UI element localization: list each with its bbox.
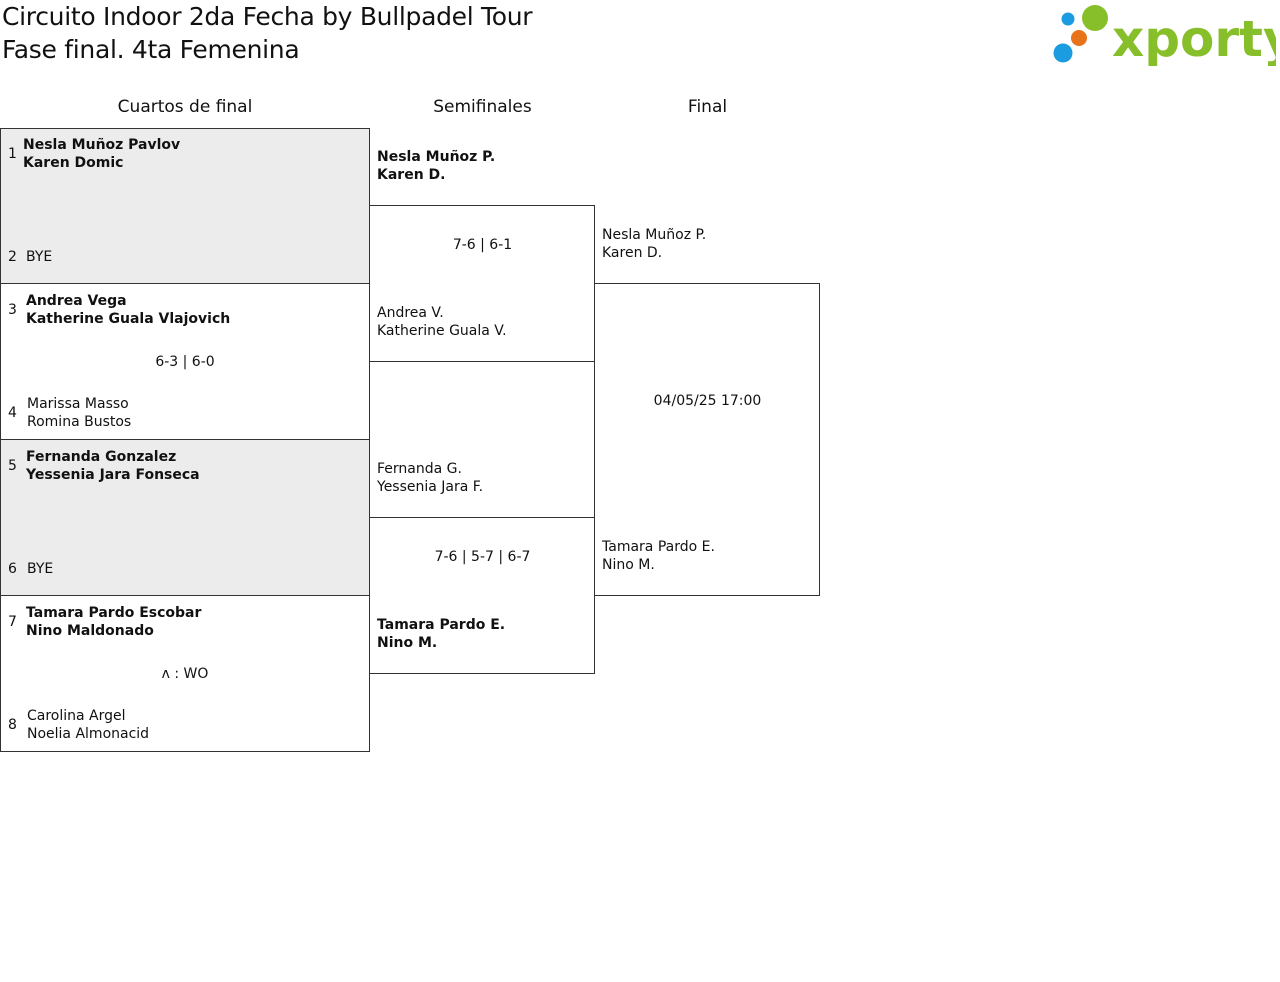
round-header-semifinals: Semifinales xyxy=(433,97,532,117)
team-player: Yessenia Jara Fonseca xyxy=(26,467,200,483)
seed-number: 5 xyxy=(8,458,17,474)
final-match xyxy=(594,283,820,596)
match-score: ʌ : WO xyxy=(161,666,209,682)
team-player: Karen D. xyxy=(377,167,446,183)
quarterfinal-match-3 xyxy=(0,439,370,596)
seed-number: 2 xyxy=(8,249,17,265)
team-player: Nesla Muñoz P. xyxy=(377,149,496,165)
team-player: Katherine Guala Vlajovich xyxy=(26,311,231,327)
team-player: Romina Bustos xyxy=(27,414,132,430)
match-score: 7-6 | 5-7 | 6-7 xyxy=(434,549,531,565)
team-player: Tamara Pardo E. xyxy=(377,617,506,633)
logo-dot-green xyxy=(1082,5,1108,31)
team-player: Tamara Pardo E. xyxy=(602,539,715,555)
xporty-logo: xporty xyxy=(1053,5,1276,66)
team-player: Tamara Pardo Escobar xyxy=(26,605,202,621)
seed-number: 8 xyxy=(8,717,17,733)
logo-dot-blue-small xyxy=(1061,12,1075,26)
match-score: 7-6 | 6-1 xyxy=(452,237,513,253)
round-header-final: Final xyxy=(687,97,728,117)
team-player: BYE xyxy=(26,249,53,265)
team-player: Nesla Muñoz Pavlov xyxy=(23,137,181,153)
seed-number: 3 xyxy=(8,302,17,318)
tournament-subtitle: Fase final. 4ta Femenina xyxy=(2,35,300,64)
seed-number: 4 xyxy=(8,405,17,421)
team-player: Karen Domic xyxy=(23,155,124,171)
logo-dot-orange xyxy=(1071,30,1087,46)
quarterfinal-match-1 xyxy=(0,128,370,284)
logo-text: xporty xyxy=(1112,10,1276,66)
team-player: Yessenia Jara F. xyxy=(377,479,484,495)
team-player: Carolina Argel xyxy=(27,708,126,724)
seed-number: 1 xyxy=(8,146,17,162)
round-header-quarterfinals: Cuartos de final xyxy=(117,97,253,117)
team-player: Marissa Masso xyxy=(27,396,129,412)
seed-number: 6 xyxy=(8,561,17,577)
team-player: BYE xyxy=(27,561,54,577)
team-player: Nino M. xyxy=(377,635,438,651)
team-player: Nino Maldonado xyxy=(26,623,154,639)
team-player: Nino M. xyxy=(602,557,655,573)
team-player: Andrea Vega xyxy=(26,293,127,309)
team-player: Nesla Muñoz P. xyxy=(602,227,707,243)
logo-dot-blue xyxy=(1053,43,1073,63)
team-player: Katherine Guala V. xyxy=(377,323,507,339)
seed-number: 7 xyxy=(8,614,17,630)
match-score: 6-3 | 6-0 xyxy=(155,354,215,370)
team-player: Fernanda G. xyxy=(377,461,462,477)
team-player: Fernanda Gonzalez xyxy=(26,449,177,465)
team-player: Karen D. xyxy=(602,245,663,261)
team-player: Noelia Almonacid xyxy=(27,726,150,742)
tournament-title: Circuito Indoor 2da Fecha by Bullpadel T… xyxy=(2,2,533,31)
match-datetime: 04/05/25 17:00 xyxy=(653,393,762,409)
team-player: Andrea V. xyxy=(377,305,444,321)
